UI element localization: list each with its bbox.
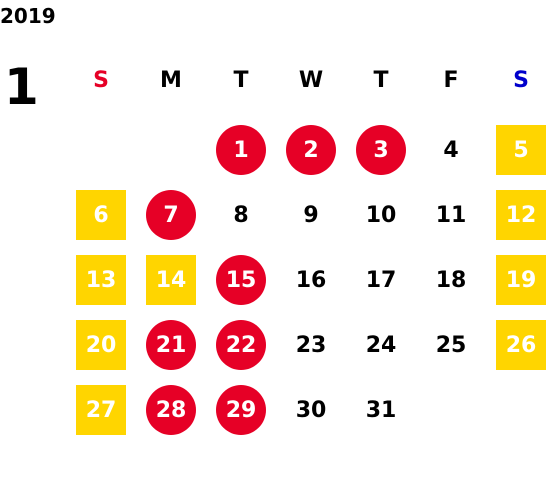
day-cell-4: 4 — [443, 137, 459, 163]
day-cell-3: 3 — [356, 125, 406, 175]
weekday-header: T — [233, 68, 249, 93]
day-cell-8: 8 — [233, 202, 249, 228]
weekday-header: F — [443, 68, 459, 93]
day-cell-31: 31 — [365, 397, 397, 423]
day-cell-26: 26 — [496, 320, 546, 370]
day-cell-5: 5 — [496, 125, 546, 175]
weekday-header: W — [298, 68, 324, 93]
day-cell-20: 20 — [76, 320, 126, 370]
day-cell-9: 9 — [303, 202, 319, 228]
day-cell-14: 14 — [146, 255, 196, 305]
month-number: 1 — [4, 58, 39, 116]
day-cell-15: 15 — [216, 255, 266, 305]
day-cell-25: 25 — [435, 332, 467, 358]
weekday-header: S — [93, 68, 109, 93]
day-cell-22: 22 — [216, 320, 266, 370]
day-cell-21: 21 — [146, 320, 196, 370]
year-label: 2019 — [0, 4, 56, 28]
day-cell-11: 11 — [435, 202, 467, 228]
day-cell-13: 13 — [76, 255, 126, 305]
day-cell-6: 6 — [76, 190, 126, 240]
day-cell-17: 17 — [365, 267, 397, 293]
weekday-header: M — [160, 68, 182, 93]
day-cell-29: 29 — [216, 385, 266, 435]
day-cell-18: 18 — [435, 267, 467, 293]
day-cell-24: 24 — [365, 332, 397, 358]
day-cell-30: 30 — [295, 397, 327, 423]
day-cell-27: 27 — [76, 385, 126, 435]
day-cell-10: 10 — [365, 202, 397, 228]
day-cell-2: 2 — [286, 125, 336, 175]
day-cell-7: 7 — [146, 190, 196, 240]
day-cell-1: 1 — [216, 125, 266, 175]
weekday-header: T — [373, 68, 389, 93]
day-cell-28: 28 — [146, 385, 196, 435]
day-cell-19: 19 — [496, 255, 546, 305]
day-cell-23: 23 — [295, 332, 327, 358]
weekday-header: S — [513, 68, 529, 93]
day-cell-16: 16 — [295, 267, 327, 293]
day-cell-12: 12 — [496, 190, 546, 240]
